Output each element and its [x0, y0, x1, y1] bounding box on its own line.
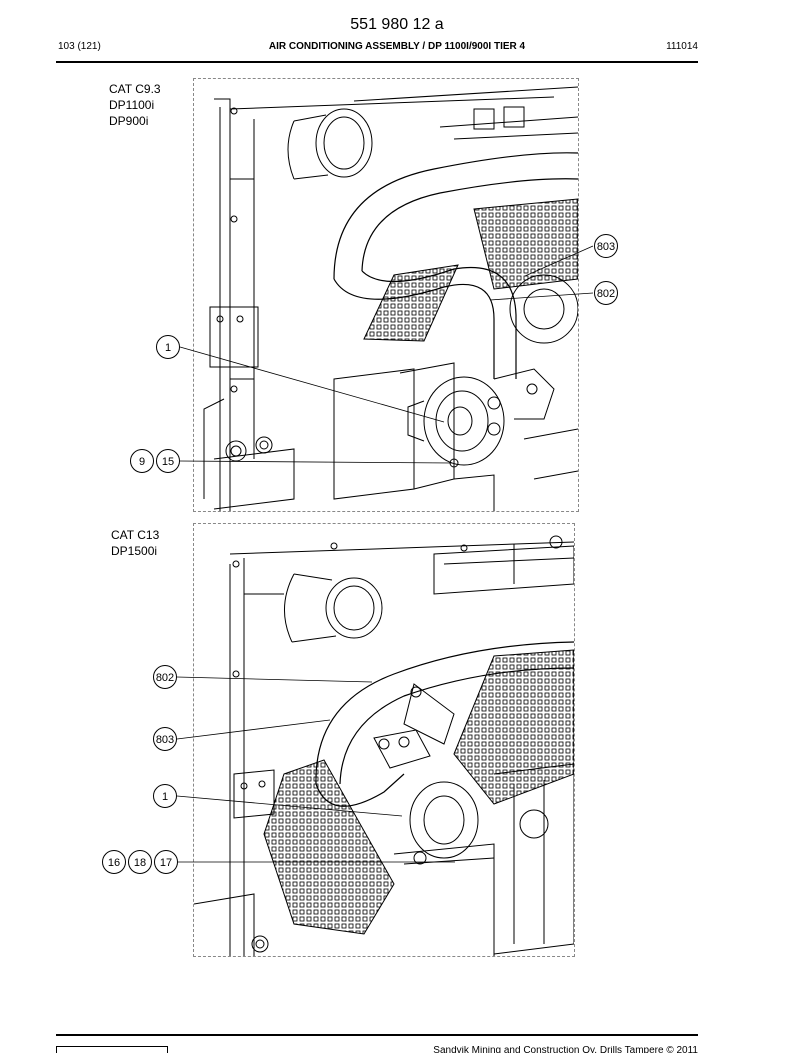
callout-9: 9 [130, 449, 154, 473]
footer-copyright: Sandvik Mining and Construction Oy, Dril… [433, 1046, 698, 1053]
engine-drawing-top [203, 86, 578, 511]
callout-802: 802 [153, 665, 177, 689]
machine-model: DP1100i [109, 98, 155, 112]
header-rule [56, 61, 698, 63]
callout-802: 802 [594, 281, 618, 305]
engine-model: CAT C9.3 [109, 82, 161, 96]
machine-model: DP900i [109, 114, 149, 128]
callout-16: 16 [102, 850, 126, 874]
page-title: AIR CONDITIONING ASSEMBLY / DP 1100I/900… [268, 41, 526, 52]
machine-model: DP1500i [111, 544, 158, 558]
figure-top-drawing [193, 78, 579, 512]
callout-17: 17 [154, 850, 178, 874]
footer-rule [56, 1034, 698, 1036]
callout-15: 15 [156, 449, 180, 473]
engine-drawing-bottom [194, 535, 574, 956]
callout-1: 1 [156, 335, 180, 359]
document-number: 551 980 12 a [350, 16, 444, 33]
engine-model: CAT C13 [111, 528, 160, 542]
date-code: 111014 [666, 41, 698, 52]
callout-803: 803 [594, 234, 618, 258]
callout-18: 18 [128, 850, 152, 874]
callout-1: 1 [153, 784, 177, 808]
engine-label-bottom: CAT C13 DP1500i [111, 527, 159, 559]
company-logo [56, 1046, 168, 1053]
callout-803: 803 [153, 727, 177, 751]
page-number: 103 (121) [58, 41, 101, 52]
engine-label-top: CAT C9.3 DP1100i DP900i [109, 81, 161, 129]
figure-bottom-drawing [193, 523, 575, 957]
